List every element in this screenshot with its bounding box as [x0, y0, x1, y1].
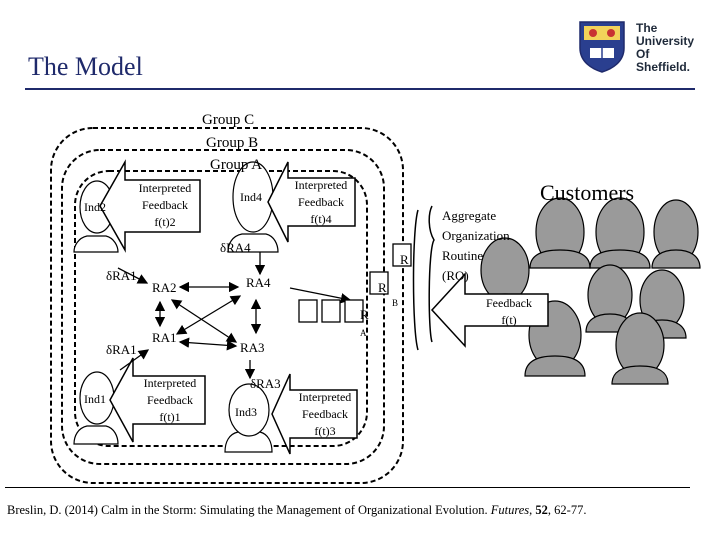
group-routine-a-sub: A	[360, 328, 367, 338]
feedback-f1-text: Interpreted Feedback f(t)1	[143, 376, 197, 424]
customer-feedback-text: Feedback f(t)	[486, 296, 532, 327]
link-ra1-ra3	[178, 337, 238, 351]
group-a-boundary	[74, 170, 368, 447]
feedback-arrow-f2	[99, 159, 201, 253]
routine-ra1: RA1	[152, 330, 177, 345]
ind3-label: Ind3	[235, 405, 257, 419]
aggregate-brace	[428, 205, 435, 343]
logo-line-3: Of	[636, 47, 650, 61]
person-icon-ind1	[73, 371, 119, 445]
group-routine-b: R	[378, 280, 387, 295]
feedback-arrow-f4	[267, 161, 356, 243]
university-logo-text: The University Of Sheffield.	[636, 22, 694, 74]
person-icon-ind2	[73, 180, 119, 253]
logo-line-2: University	[636, 34, 695, 48]
ind2-label: Ind2	[84, 200, 106, 214]
aggregation-box-3	[344, 299, 364, 323]
delta-routine-ra1-top: δRA1	[106, 268, 137, 283]
university-crest-icon	[579, 21, 625, 73]
logo-line-1: The	[636, 21, 658, 35]
logo-line-4: Sheffield.	[636, 60, 691, 74]
group-c-boundary	[50, 127, 404, 484]
link-ra2-ra3	[170, 299, 238, 343]
delta-routine-ra3: δRA3	[250, 376, 281, 391]
aggregation-box-5	[392, 243, 412, 267]
link-ind1-ra1	[119, 349, 150, 371]
title-divider	[25, 88, 695, 90]
aggregation-box-2	[321, 299, 341, 323]
ind1-label: Ind1	[84, 392, 106, 406]
link-ra1-ra4	[175, 295, 242, 335]
routine-ra3: RA3	[240, 340, 265, 355]
group-routine-b-sub: B	[392, 298, 399, 308]
delta-routine-ra4: δRA4	[220, 240, 251, 255]
routine-ra2: RA2	[152, 280, 177, 295]
feedback-arrow-f3	[271, 373, 358, 455]
group-b-label: Group B	[206, 135, 259, 151]
feedback-f3-text: Interpreted Feedback f(t)3	[298, 390, 352, 438]
link-ind2-ra1	[117, 267, 149, 284]
aggregation-box-1	[298, 299, 318, 323]
aggregation-box-4	[369, 271, 389, 295]
group-routine-c: R	[400, 252, 409, 267]
feedback-f2-text: Interpreted Feedback f(t)2	[138, 181, 192, 229]
aggregate-routine-text: Aggregate Organization Routine (RO)	[442, 208, 510, 283]
feedback-arrow-f1	[109, 357, 206, 443]
group-a-label: Group A	[210, 157, 263, 173]
group-c-label: Group C	[202, 112, 255, 128]
footer-divider	[5, 487, 690, 488]
feedback-f4-text: Interpreted Feedback f(t)4	[294, 178, 348, 226]
customer-group	[475, 197, 701, 385]
routine-ra4: RA4	[246, 275, 271, 290]
customer-feedback-arrow	[430, 272, 549, 348]
aggregate-bracket	[412, 209, 419, 351]
ind4-label: Ind4	[240, 190, 262, 204]
delta-routine-ra1-bottom: δRA1	[106, 342, 137, 357]
citation: Breslin, D. (2014) Calm in the Storm: Si…	[7, 503, 587, 517]
group-routine-a: R	[360, 307, 369, 322]
person-icon-ind3	[224, 383, 273, 453]
customers-label: Customers	[540, 180, 635, 205]
link-ra4-group	[289, 287, 352, 304]
group-b-boundary	[61, 149, 385, 465]
slide-title: The Model	[28, 52, 143, 81]
